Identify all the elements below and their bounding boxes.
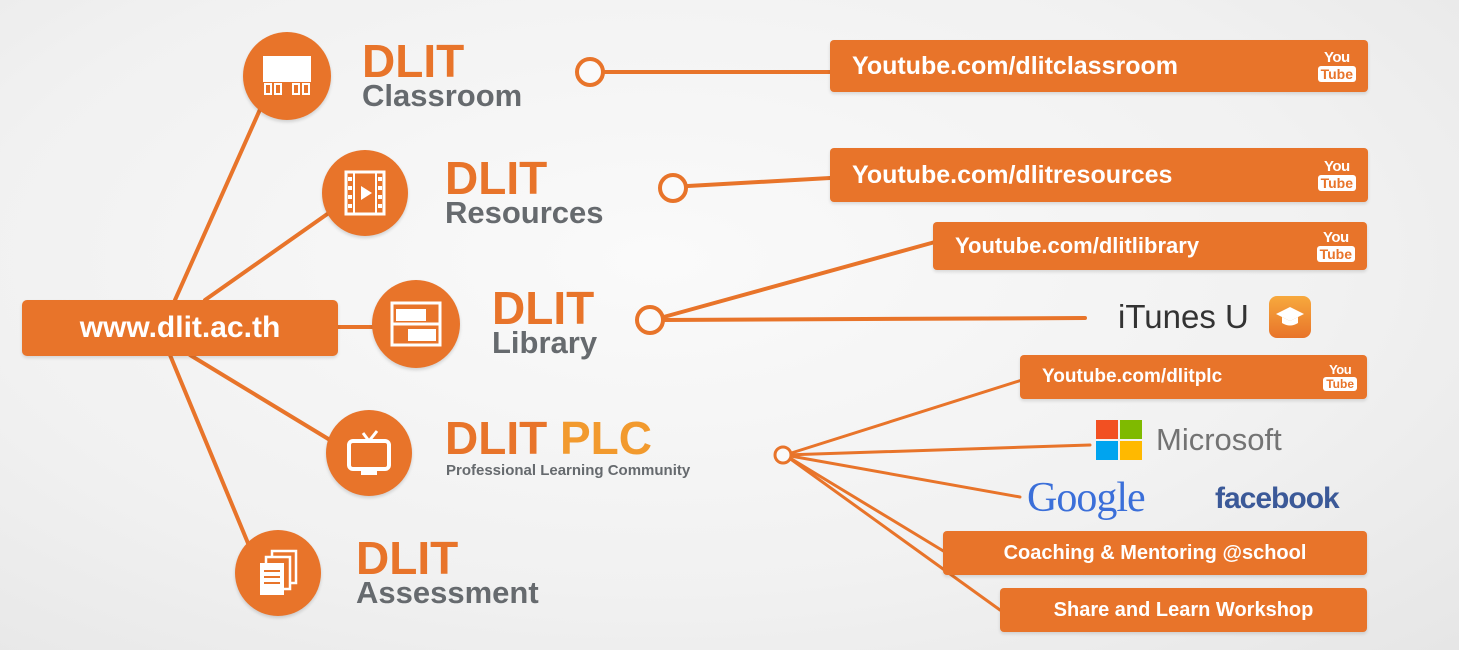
root-url-box[interactable]: www.dlit.ac.th bbox=[22, 300, 338, 356]
connector-library-youtube bbox=[658, 240, 937, 320]
resources-subtitle: Resources bbox=[445, 195, 604, 230]
connector-plc-workshop bbox=[783, 453, 1002, 612]
assessment-title: DLIT bbox=[356, 532, 459, 584]
junction-dot-resources bbox=[658, 173, 688, 203]
resources-node-circle[interactable] bbox=[322, 150, 408, 236]
plc-title-dlit: DLIT bbox=[445, 412, 548, 464]
plc-node-circle[interactable] bbox=[326, 410, 412, 496]
link-share-learn-workshop[interactable]: Share and Learn Workshop bbox=[1000, 588, 1367, 632]
connector-plc-coaching bbox=[783, 453, 947, 554]
connector-classroom bbox=[173, 103, 264, 302]
share-learn-workshop-label: Share and Learn Workshop bbox=[1053, 598, 1314, 621]
coaching-mentoring-label: Coaching & Mentoring @school bbox=[1003, 541, 1307, 564]
youtube-icon: You Tube bbox=[1317, 50, 1356, 82]
connector-library-itunes bbox=[660, 316, 1087, 322]
connector-plc-google bbox=[783, 453, 1022, 499]
link-microsoft[interactable]: Microsoft bbox=[1094, 420, 1282, 460]
film-icon bbox=[344, 170, 386, 216]
plc-title-accent: PLC bbox=[559, 412, 652, 464]
connector-resources-youtube bbox=[686, 176, 832, 188]
link-coaching-mentoring[interactable]: Coaching & Mentoring @school bbox=[943, 531, 1367, 575]
connector-resources bbox=[203, 208, 335, 302]
connector-plc bbox=[188, 353, 332, 442]
library-subtitle: Library bbox=[492, 325, 598, 360]
youtube-icon: You Tube bbox=[1316, 230, 1355, 262]
plc-title: DLIT PLC bbox=[445, 415, 652, 461]
library-title: DLIT bbox=[492, 282, 595, 334]
microsoft-label: Microsoft bbox=[1156, 422, 1282, 457]
link-youtube-resources-label: Youtube.com/dlitresources bbox=[852, 160, 1173, 189]
link-youtube-classroom-label: Youtube.com/dlitclassroom bbox=[852, 51, 1178, 80]
microsoft-logo-icon bbox=[1096, 420, 1142, 460]
bookshelf-icon bbox=[390, 301, 442, 347]
assessment-node-circle[interactable] bbox=[235, 530, 321, 616]
junction-dot-classroom bbox=[575, 57, 605, 87]
tv-icon bbox=[347, 430, 391, 475]
root-url-label: www.dlit.ac.th bbox=[79, 311, 281, 344]
link-youtube-plc[interactable]: Youtube.com/dlitplc You Tube bbox=[1020, 355, 1367, 399]
link-facebook[interactable]: facebook bbox=[1215, 482, 1340, 515]
link-youtube-library-label: Youtube.com/dlitlibrary bbox=[955, 233, 1200, 258]
junction-dot-library bbox=[635, 305, 665, 335]
plc-subtitle: Professional Learning Community bbox=[446, 462, 691, 479]
assessment-subtitle: Assessment bbox=[356, 575, 539, 610]
link-itunes-u[interactable]: iTunes U bbox=[1118, 296, 1311, 338]
documents-icon bbox=[260, 549, 298, 595]
resources-title: DLIT bbox=[445, 152, 548, 204]
link-google[interactable]: Google bbox=[1027, 475, 1146, 521]
connector-assessment bbox=[168, 353, 252, 550]
link-youtube-classroom[interactable]: Youtube.com/dlitclassroom You Tube bbox=[830, 40, 1368, 92]
link-youtube-plc-label: Youtube.com/dlitplc bbox=[1042, 366, 1223, 387]
junction-dot-plc bbox=[773, 445, 793, 465]
youtube-icon: You Tube bbox=[1323, 363, 1357, 391]
connector-plc-microsoft bbox=[783, 443, 1092, 457]
classroom-subtitle: Classroom bbox=[362, 78, 523, 113]
link-youtube-library[interactable]: Youtube.com/dlitlibrary You Tube bbox=[933, 222, 1367, 270]
youtube-icon: You Tube bbox=[1317, 159, 1356, 191]
classroom-node-circle[interactable] bbox=[243, 32, 331, 120]
classroom-title: DLIT bbox=[362, 35, 465, 87]
classroom-icon bbox=[263, 56, 311, 95]
library-node-circle[interactable] bbox=[372, 280, 460, 368]
connector-plc-youtube bbox=[783, 378, 1024, 457]
itunes-u-label: iTunes U bbox=[1118, 298, 1249, 335]
itunes-u-icon bbox=[1268, 296, 1311, 338]
link-youtube-resources[interactable]: Youtube.com/dlitresources You Tube bbox=[830, 148, 1368, 202]
